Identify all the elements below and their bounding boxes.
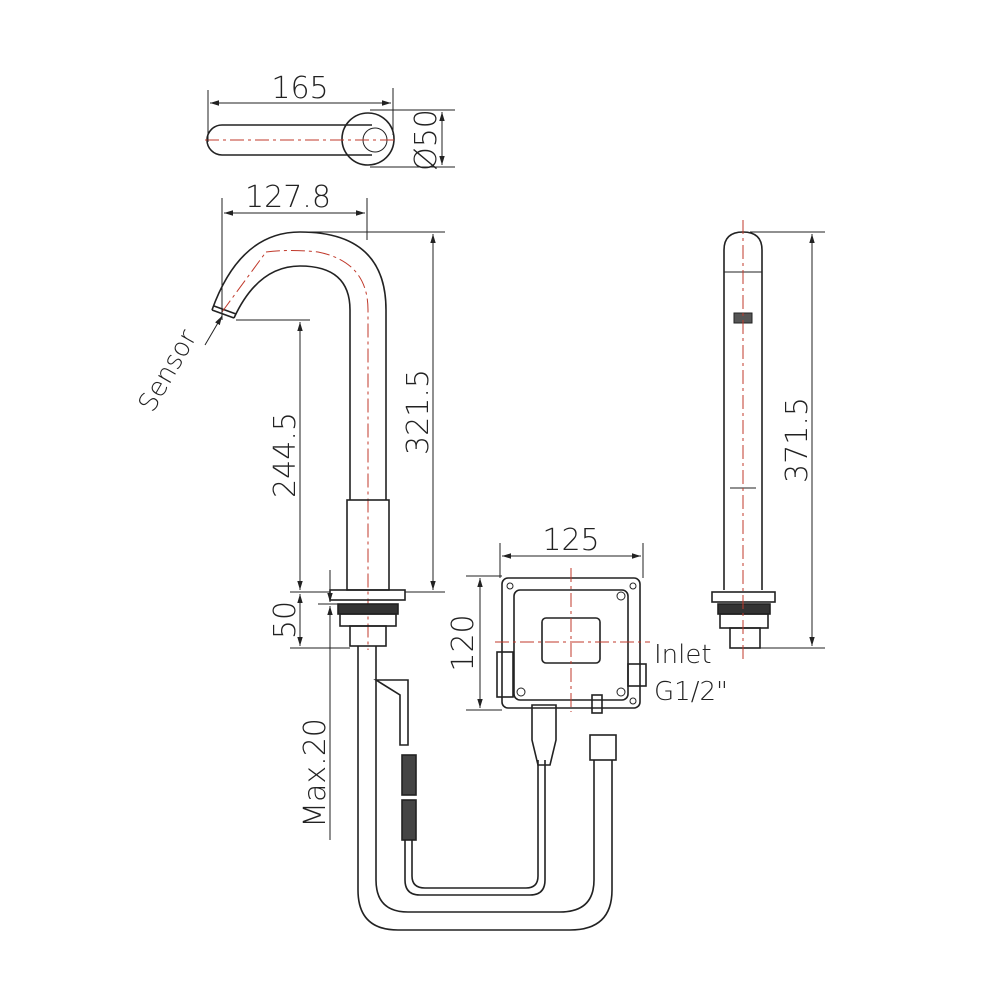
side-view: 371.5 (711, 220, 825, 660)
front-view: 127.8 321.5 244.5 50 Max.20 Sensor (133, 180, 445, 840)
top-view: 165 Ø50 (205, 71, 455, 171)
sensor-label: Sensor (133, 325, 204, 417)
dim-spout-reach: 127.8 (245, 180, 331, 215)
dim-top-length: 165 (271, 71, 328, 106)
dim-base-height: 50 (268, 601, 303, 639)
dim-side-height: 371.5 (780, 397, 815, 483)
inlet-label: Inlet (654, 640, 712, 670)
dim-outlet-height: 244.5 (268, 412, 303, 498)
dim-spout-height: 321.5 (401, 369, 436, 455)
dim-max-deck-thickness: Max.20 (298, 718, 333, 828)
inlet-thread-label: G1/2" (654, 677, 728, 707)
dim-box-height: 120 (446, 614, 481, 671)
dim-top-diameter: Ø50 (409, 109, 444, 171)
hoses (357, 646, 617, 931)
dim-box-width: 125 (542, 523, 599, 558)
control-box: 125 120 Inlet G1/2" (446, 523, 728, 714)
